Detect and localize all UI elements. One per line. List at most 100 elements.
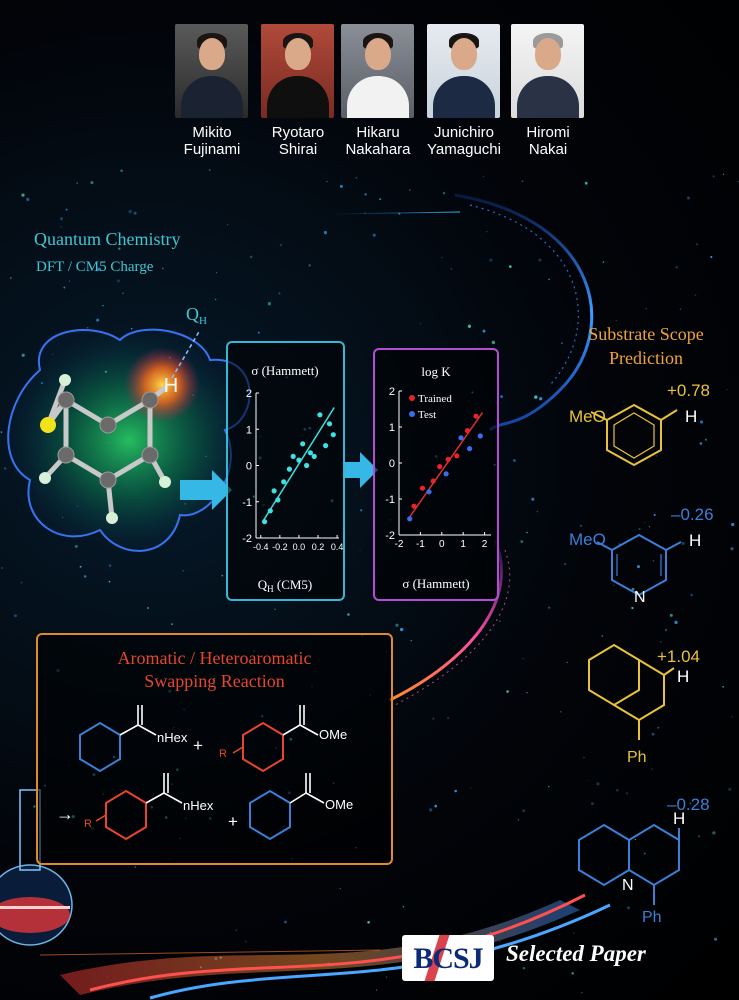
chart1-xlabel: QH (CM5) [258,577,313,594]
particle [637,565,640,569]
data-point-series-0 [296,457,302,463]
data-point-series-0 [275,497,281,503]
particle [20,581,23,584]
particle [696,243,698,246]
particle [65,208,68,211]
particle [651,768,653,770]
particle [710,255,713,259]
x-tick-label: 2 [482,539,488,550]
x-tick-label: 1 [460,539,466,550]
particle [579,524,583,528]
particle [615,319,618,322]
particle [483,175,485,177]
particle [367,920,370,924]
particle [612,584,615,587]
substrate-4-h: H [673,809,685,828]
particle [249,255,253,259]
y-tick-label: -1 [385,494,395,506]
particle [728,787,732,792]
data-point-trained [430,478,436,484]
particle [690,593,693,597]
data-point-trained [445,456,451,462]
particle [539,397,543,401]
top-plus: + [193,736,203,755]
particle [308,264,311,267]
particle [400,627,404,632]
substrate-2: MeO H N –0.26 [569,505,714,606]
particle [712,831,716,835]
particle [657,726,660,729]
bottom-left-nhex: nHex [183,798,214,813]
particle [560,711,562,713]
particle [526,531,528,534]
particle [284,920,287,924]
y-tick-label: -2 [242,533,252,545]
particle [584,181,588,185]
particle [731,716,733,718]
particle [521,180,524,182]
particle [538,258,542,262]
particle [9,277,12,279]
particle [583,756,585,759]
particle [534,395,538,399]
particle [548,606,551,609]
particle [360,509,363,512]
author-photo-1 [175,24,248,118]
particle [108,564,112,567]
particle [573,932,575,934]
particle [548,278,550,281]
swapping-reaction-scheme: nHex + R OMe → R nHex + [56,705,353,841]
data-point-test [458,435,464,441]
substrate-1-value: +0.78 [667,381,710,400]
particle [339,887,341,890]
chart2-xlabel: σ (Hammett) [402,576,469,591]
particle [60,226,62,228]
particle [681,541,685,545]
substrate-1: MeO H +0.78 [569,381,710,467]
particle [669,613,673,617]
particle [122,292,124,294]
particle [634,838,637,841]
selected-paper-label: Selected Paper [506,941,646,966]
particle [3,467,7,470]
author-photo-5 [511,24,584,118]
particle [208,168,211,172]
particle [596,782,600,786]
x-tick-label: 0.4 [331,542,344,552]
particle [623,401,625,403]
quantum-chemistry-title: Quantum Chemistry [34,229,181,249]
particle [372,233,376,237]
substrate-2-group: MeO [569,530,606,549]
particle [491,340,496,345]
particle [731,522,735,527]
substrate-1-group: MeO [569,407,606,426]
particle [590,802,594,806]
bottom-plus: + [228,812,238,831]
particle [215,271,218,274]
particle [447,717,449,719]
particle [375,989,377,991]
particle [638,528,641,530]
legend-test-label: Test [418,409,436,421]
particle [653,513,656,517]
particle [615,788,619,792]
particle [587,779,589,782]
particle [482,329,486,333]
data-point-test [467,446,473,452]
data-point-test [407,516,413,522]
particle [699,442,703,445]
substrate-4-value: –0.28 [667,795,710,814]
y-tick-label: -2 [385,530,395,542]
quantum-chemistry-subtitle: DFT / CM5 Charge [36,259,154,275]
particle [83,575,87,578]
particle [648,526,651,528]
particle [347,613,350,616]
particle [522,809,525,813]
particle [274,608,276,611]
substrate-1-h: H [685,407,697,426]
particle [79,565,82,568]
